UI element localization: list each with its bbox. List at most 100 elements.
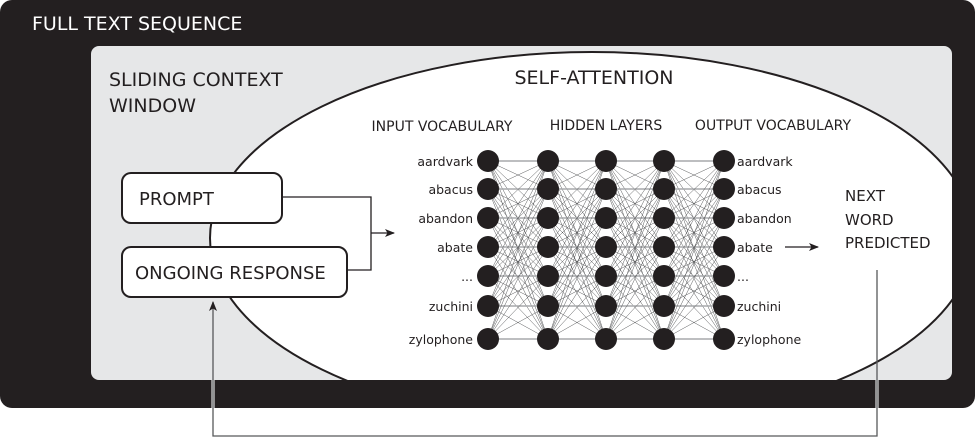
connection-edge xyxy=(663,246,725,277)
connection-edge xyxy=(487,275,549,340)
hidden-3-node xyxy=(653,236,675,258)
ongoing-response-label: ONGOING RESPONSE xyxy=(135,263,326,284)
connection-edge xyxy=(547,275,607,340)
output-vocabulary-header: OUTPUT VOCABULARY xyxy=(695,118,852,134)
context-window-label-line2: WINDOW xyxy=(109,95,196,117)
connection-edge xyxy=(547,188,607,307)
connection-edge xyxy=(605,217,665,340)
hidden-1-node xyxy=(537,328,559,350)
output-word-labels: aardvarkabacusabandonabate...zuchinizylo… xyxy=(737,154,802,347)
next-word-predicted-line2: WORD xyxy=(845,211,894,229)
connection-edge xyxy=(487,160,549,219)
output-node xyxy=(713,236,735,258)
hidden-1-node xyxy=(537,207,559,229)
connection-edge xyxy=(487,188,549,307)
hidden-2-node xyxy=(595,207,617,229)
connection-edge xyxy=(605,160,665,248)
next-word-predicted-line1: NEXT xyxy=(845,187,886,205)
output-word-label: zuchini xyxy=(737,299,781,314)
connection-edge xyxy=(487,246,549,307)
connection-edge xyxy=(663,160,725,190)
output-node xyxy=(713,178,735,200)
connection-edge xyxy=(547,246,607,340)
connection-edge xyxy=(487,217,549,307)
connection-edge xyxy=(663,160,725,219)
hidden-2-node xyxy=(595,328,617,350)
connection-edge xyxy=(663,246,725,307)
connection-edge xyxy=(487,217,549,340)
connection-edge xyxy=(547,188,607,277)
hidden-1-node xyxy=(537,265,559,287)
hidden-2-node xyxy=(595,236,617,258)
input-node xyxy=(477,236,499,258)
input-word-label: ... xyxy=(461,269,473,284)
output-word-label: abandon xyxy=(737,211,792,226)
self-attention-ellipse xyxy=(209,51,952,380)
hidden-2-node xyxy=(595,295,617,317)
output-word-label: aardvark xyxy=(737,154,793,169)
connection-edge xyxy=(605,275,665,340)
connection-edge xyxy=(547,160,607,248)
connection-edge xyxy=(487,160,549,248)
connection-edge xyxy=(605,160,665,277)
input-node xyxy=(477,265,499,287)
connection-edge xyxy=(547,246,607,307)
connection-edge xyxy=(487,188,549,277)
connection-edge xyxy=(547,305,607,340)
input-node xyxy=(477,328,499,350)
connection-edge xyxy=(547,217,607,307)
hidden-layers-header: HIDDEN LAYERS xyxy=(550,118,663,134)
input-word-label: zylophone xyxy=(409,332,474,347)
hidden-2-node xyxy=(595,150,617,172)
input-word-label: abacus xyxy=(428,182,473,197)
input-vocabulary-header: INPUT VOCABULARY xyxy=(372,119,513,135)
hidden-1-node xyxy=(537,150,559,172)
connection-edge xyxy=(663,188,725,219)
hidden-3-node xyxy=(653,328,675,350)
connection-edge xyxy=(663,188,725,307)
hidden-3-node xyxy=(653,207,675,229)
input-word-label: aardvark xyxy=(417,154,473,169)
hidden-2-node xyxy=(595,265,617,287)
input-word-labels: aardvarkabacusabandonabate...zuchinizylo… xyxy=(409,154,474,347)
connection-edge xyxy=(605,246,665,340)
self-attention-title: SELF-ATTENTION xyxy=(514,67,673,89)
connection-edge xyxy=(487,160,549,190)
hidden-1-node xyxy=(537,236,559,258)
connection-edge xyxy=(487,275,549,307)
output-node xyxy=(713,207,735,229)
output-word-label: abacus xyxy=(737,182,782,197)
connection-edge xyxy=(487,246,549,340)
connection-edge xyxy=(605,305,665,340)
output-word-label: zylophone xyxy=(737,332,802,347)
connection-edge xyxy=(487,246,549,277)
prompt-label: PROMPT xyxy=(139,189,215,210)
connection-edge xyxy=(605,246,665,307)
prompt-box xyxy=(121,172,283,224)
hidden-1-node xyxy=(537,178,559,200)
connection-edge xyxy=(663,160,725,277)
connection-edge xyxy=(663,217,725,307)
connection-edge xyxy=(663,188,725,277)
ongoing-response-box xyxy=(121,246,348,298)
connection-edge xyxy=(605,188,665,307)
input-word-label: abandon xyxy=(418,211,473,226)
next-word-predicted-line3: PREDICTED xyxy=(845,234,931,252)
hidden-3-node xyxy=(653,178,675,200)
connection-edge xyxy=(663,275,725,340)
output-node xyxy=(713,295,735,317)
output-node xyxy=(713,328,735,350)
connection-edge xyxy=(547,217,607,340)
connection-edge xyxy=(487,188,549,219)
hidden-1-node xyxy=(537,295,559,317)
input-node xyxy=(477,150,499,172)
input-node xyxy=(477,178,499,200)
hidden-3-node xyxy=(653,295,675,317)
connection-edge xyxy=(663,217,725,340)
output-node xyxy=(713,265,735,287)
connection-edge xyxy=(605,160,665,219)
context-window-label-line1: SLIDING CONTEXT xyxy=(109,69,283,91)
output-node xyxy=(713,150,735,172)
input-word-label: abate xyxy=(437,240,473,255)
